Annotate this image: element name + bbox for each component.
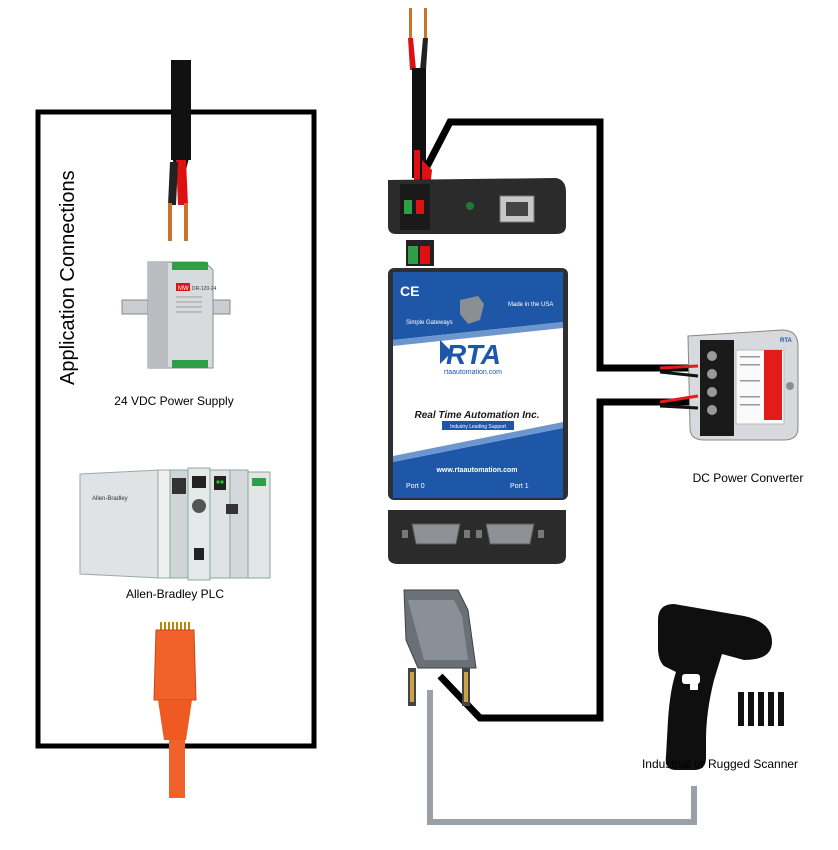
gateway-tagline-left: Simple Gateways [406, 320, 453, 326]
gateway-website: www.rtaautomation.com [435, 467, 517, 474]
gateway-port1-label: Port 1 [510, 483, 529, 490]
power-supply-model: DR-120-24 [192, 286, 217, 292]
plc-image: Allen-Bradley [79, 467, 271, 581]
rta-gateway: CE Simple Gateways Made in the USA RTA r… [388, 268, 568, 500]
gateway-slogan: Industry Leading Support [450, 424, 506, 430]
serial-cable-gray [427, 690, 697, 825]
db9-connector [403, 589, 477, 706]
serial-port-1 [485, 523, 535, 545]
barcode-icon [738, 692, 784, 726]
ethernet-cable [153, 622, 197, 798]
panel-title: Application Connections [57, 170, 79, 385]
plc-brand: Allen-Bradley [92, 496, 128, 502]
power-connector [406, 240, 434, 266]
power-cable-top [168, 60, 191, 241]
gateway-tagline-right: Made in the USA [508, 302, 553, 308]
gateway-bottom-panel [388, 510, 566, 564]
rta-logo-arrow [440, 340, 452, 364]
serial-port-0 [411, 523, 461, 545]
gateway-top-panel [388, 178, 566, 234]
gateway-logo: RTA [446, 339, 501, 370]
dc-power-converter: RTA [659, 329, 799, 441]
converter-brand: RTA [780, 338, 793, 344]
converter-label: DC Power Converter [693, 471, 804, 485]
gateway-port0-label: Port 0 [406, 483, 425, 490]
power-supply-image: MW DR-120-24 [121, 261, 231, 369]
power-supply-brand: MW [178, 286, 189, 292]
power-supply-label: 24 VDC Power Supply [114, 394, 233, 408]
scanner-label: Industrial or Rugged Scanner [642, 757, 798, 771]
plc-label: Allen-Bradley PLC [126, 587, 224, 601]
gateway-company: Real Time Automation Inc. [414, 410, 539, 421]
power-wire-top [408, 8, 432, 190]
scanner-icon [658, 604, 772, 770]
gateway-ce-mark: CE [400, 283, 419, 299]
gateway-website-small: rtaautomation.com [444, 369, 502, 376]
